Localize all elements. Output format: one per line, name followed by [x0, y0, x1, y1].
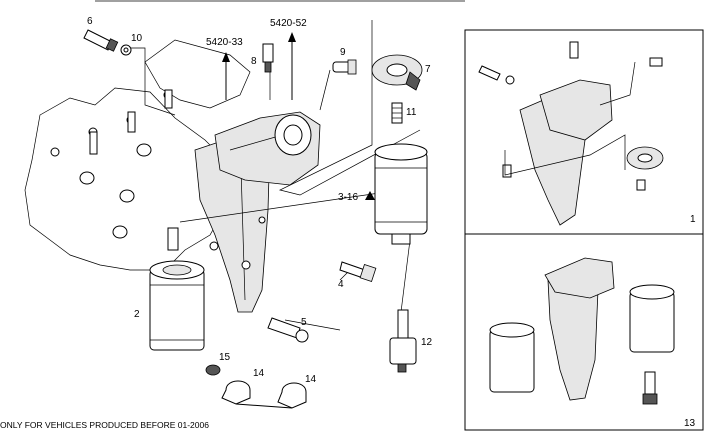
filter-head: [214, 111, 321, 186]
sensor-12: [389, 309, 417, 373]
label-part-2: 2: [134, 309, 140, 320]
screw-11: [391, 102, 403, 124]
callouts: 6 10 5420-33 5420-52 8 9 7 11 3-16 4 2 5…: [87, 16, 696, 429]
washer-10: [120, 44, 132, 56]
inset-1-drawing: [478, 41, 664, 226]
reference-arrows: [222, 32, 296, 100]
sensor-6: [83, 29, 119, 52]
fuel-filter-3-16: [374, 143, 428, 245]
label-part-6: 6: [87, 16, 93, 27]
sensor-8: [262, 43, 274, 73]
stud: [167, 227, 179, 251]
footnote: ONLY FOR VEHICLES PRODUCED BEFORE 01-200…: [0, 420, 209, 430]
label-part-12: 12: [421, 337, 433, 348]
inset-frame-13: [464, 233, 704, 431]
label-part-9: 9: [340, 47, 346, 58]
cover-7: [371, 54, 423, 91]
oil-filter-2: [149, 260, 205, 351]
warning-triangle-icon: [365, 191, 375, 200]
label-part-4: 4: [338, 279, 344, 290]
bolt-4: [339, 261, 377, 283]
label-part-10: 10: [131, 33, 143, 44]
label-part-14-b: 14: [305, 374, 317, 385]
leader-lines: [125, 20, 421, 331]
label-inset-13: 13: [684, 418, 696, 429]
engine-block: [24, 39, 251, 271]
label-part-7: 7: [425, 64, 431, 75]
clamp-14: [221, 380, 307, 409]
label-ref-5420-52: 5420-52: [270, 18, 307, 29]
label-part-3-16: 3-16: [338, 192, 358, 203]
label-part-15: 15: [219, 352, 231, 363]
sleeve-5: [267, 317, 309, 343]
label-part-14-a: 14: [253, 368, 265, 379]
label-part-11: 11: [406, 107, 417, 118]
nut-15: [205, 364, 221, 376]
engine-bosses: [50, 89, 173, 239]
label-ref-5420-33: 5420-33: [206, 37, 243, 48]
inset-13-drawing: [489, 257, 675, 405]
label-part-8: 8: [251, 56, 257, 67]
label-part-5: 5: [301, 317, 307, 328]
fitting-9: [332, 59, 357, 75]
label-inset-1: 1: [690, 214, 696, 225]
